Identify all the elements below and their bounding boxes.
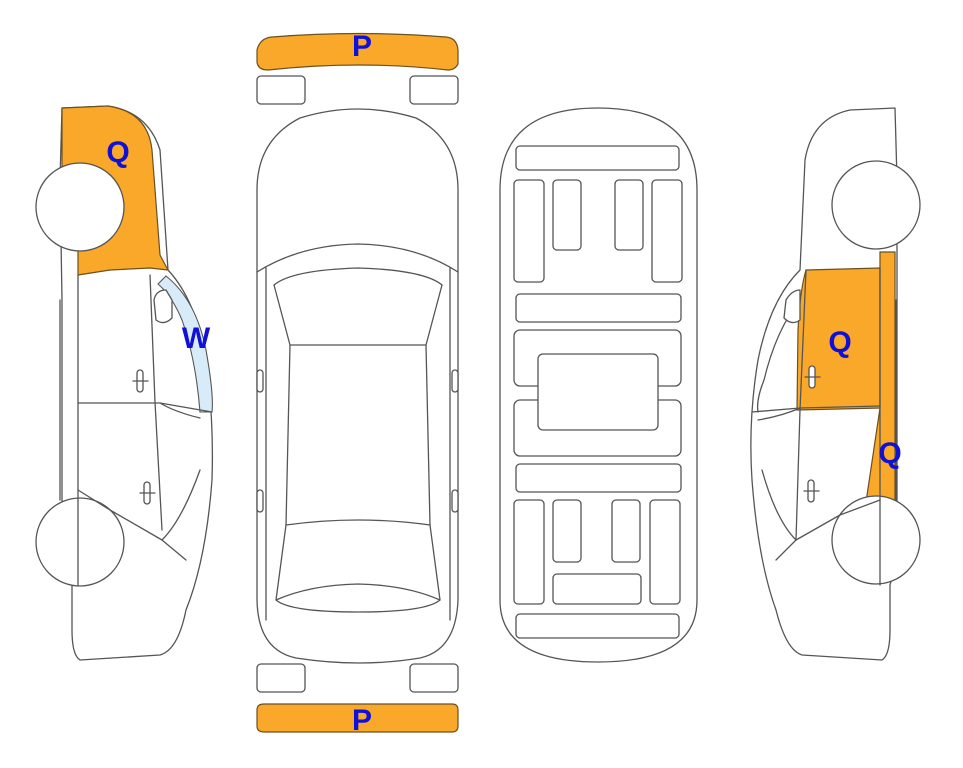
right-mirror <box>783 289 801 324</box>
rear-bumper-damage <box>256 703 459 733</box>
rear-right-lamp <box>409 663 459 693</box>
tag-right-q-door: Q <box>828 326 851 359</box>
rear-left-lamp <box>256 663 306 693</box>
top-view: P P <box>256 30 459 737</box>
tag-left-w: W <box>182 322 211 355</box>
left-side-view: Q W <box>35 105 214 661</box>
left-pillar-glass <box>157 275 213 413</box>
front-right-lamp <box>409 75 459 105</box>
right-front-wheel <box>831 160 921 250</box>
front-bumper-damage <box>256 32 459 71</box>
tag-right-q-edge: Q <box>878 437 901 470</box>
tag-top-front-p: P <box>352 30 372 63</box>
tag-top-rear-p: P <box>352 704 372 737</box>
top-body-outline <box>256 108 459 664</box>
left-rear-wheel <box>35 497 125 587</box>
left-front-wheel <box>35 162 125 252</box>
left-mirror <box>153 289 173 324</box>
right-side-view: Q Q <box>750 107 921 661</box>
right-rear-wheel <box>831 495 921 585</box>
underside-view <box>499 107 698 663</box>
tag-left-q: Q <box>106 136 129 169</box>
front-left-lamp <box>256 75 306 105</box>
